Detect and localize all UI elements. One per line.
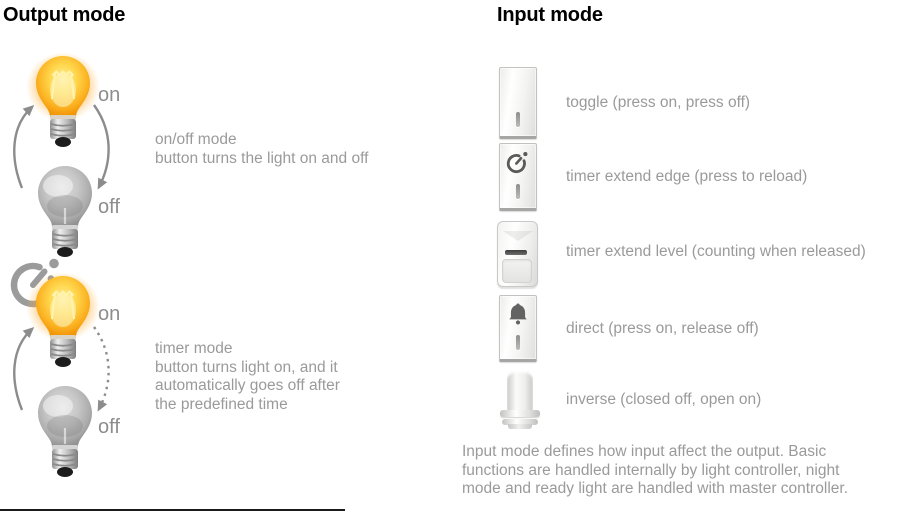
output-mode-title: Output mode: [3, 4, 126, 26]
onoff-mode-description: button turns the light on and off: [155, 149, 369, 167]
timer-mode-name: timer mode: [155, 340, 233, 357]
timer-cycle-arrows-icon: [13, 326, 110, 412]
input-mode-label-inverse: inverse (closed off, open on): [566, 391, 762, 408]
light-bulb-off-icon: [27, 382, 103, 482]
onoff-mode-name: on/off mode: [155, 131, 237, 148]
timer-extend-edge-switch-icon: [499, 143, 537, 211]
onoff-mode-text: on/off mode button turns the light on an…: [155, 131, 368, 168]
switch-slot-icon: [516, 335, 520, 350]
toggle-switch-icon: [499, 67, 537, 139]
doorbell-switch-icon: [499, 295, 537, 362]
input-mode-label-timer-edge: timer extend edge (press to reload): [566, 168, 808, 185]
sensor-window: [502, 259, 532, 283]
input-mode-title: Input mode: [497, 4, 603, 26]
motion-sensor-icon: [497, 221, 538, 287]
light-bulb-off-icon: [27, 162, 103, 262]
switch-slot-icon: [516, 184, 520, 199]
sensor-crease: [502, 231, 533, 241]
bell-icon: [509, 303, 527, 325]
off-state-label: off: [98, 196, 120, 218]
plunger-body: [507, 371, 533, 411]
input-mode-label-timer-level: timer extend level (counting when releas…: [566, 243, 866, 260]
timer-mode-text: timer mode button turns light on, and it…: [155, 340, 340, 414]
sensor-lens-slot: [505, 250, 527, 255]
plunger-contact-icon: [500, 371, 540, 429]
input-mode-label-direct: direct (press on, release off): [566, 320, 759, 337]
bottom-divider: [0, 509, 345, 511]
timer-icon: [506, 152, 528, 174]
on-state-label: on: [98, 303, 121, 325]
cycle-arrows-icon: [13, 104, 110, 190]
on-state-label: on: [98, 84, 121, 106]
timer-mode-description: button turns light on, and it automatica…: [155, 358, 340, 413]
switch-slot-icon: [516, 112, 520, 127]
plunger-stub: [508, 424, 532, 429]
off-state-label: off: [98, 416, 120, 438]
input-mode-label-toggle: toggle (press on, press off): [566, 94, 751, 111]
input-mode-footnote: Input mode defines how input affect the …: [462, 443, 848, 497]
plunger-flange: [500, 410, 540, 417]
plunger-flange: [502, 419, 538, 425]
